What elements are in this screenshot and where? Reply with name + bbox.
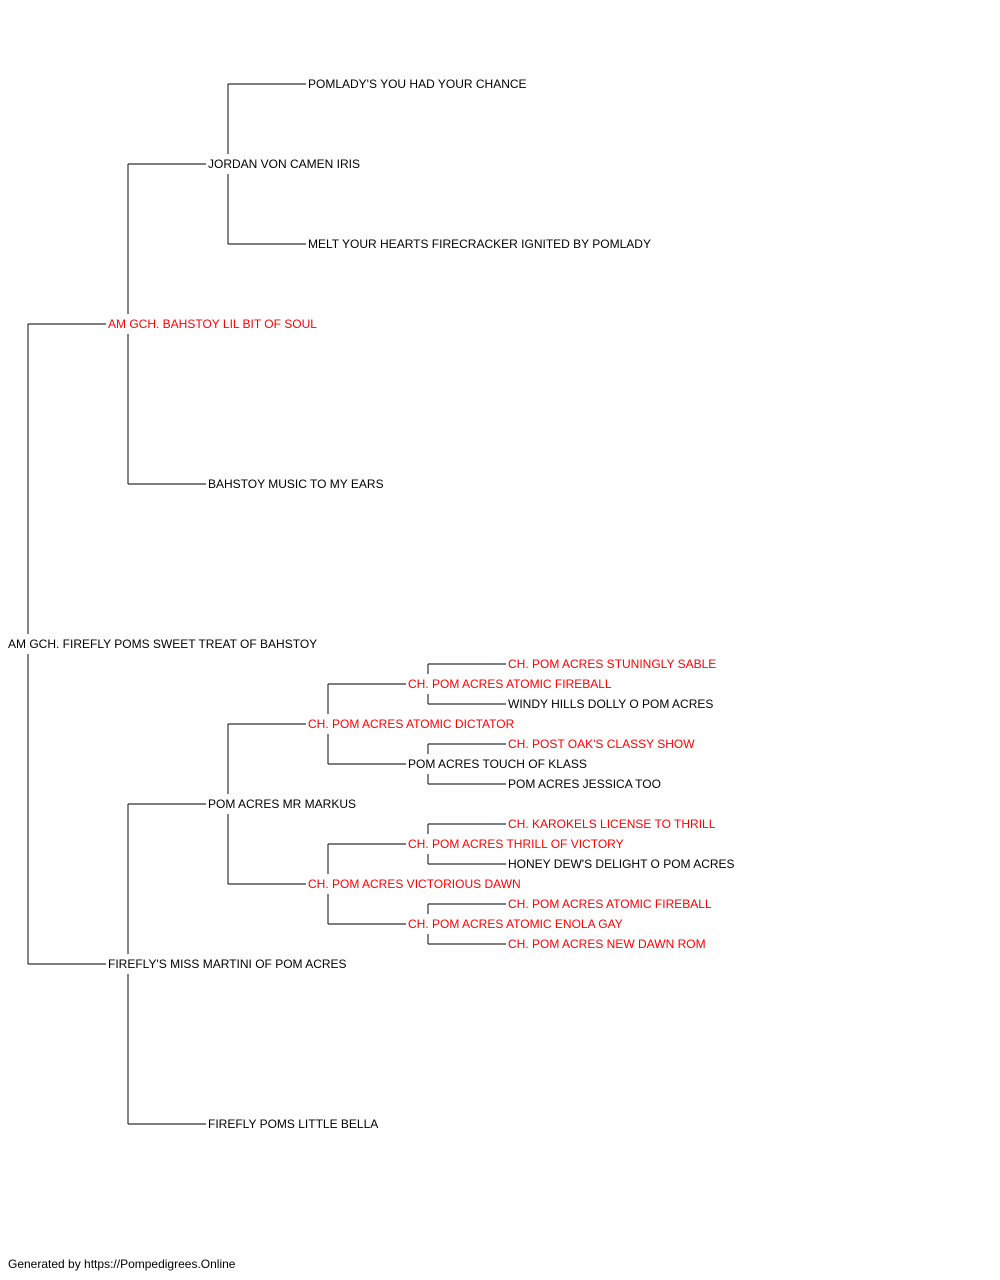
dog-name-firefly-s-miss-martini-of-pom-acres: FIREFLY'S MISS MARTINI OF POM ACRES <box>108 957 347 971</box>
dog-name-ch-pom-acres-stuningly-sable: CH. POM ACRES STUNINGLY SABLE <box>508 657 716 671</box>
dog-name-pom-acres-touch-of-klass: POM ACRES TOUCH OF KLASS <box>408 757 587 771</box>
dog-name-ch-pom-acres-atomic-fireball: CH. POM ACRES ATOMIC FIREBALL <box>508 897 712 911</box>
dog-name-windy-hills-dolly-o-pom-acres: WINDY HILLS DOLLY O POM ACRES <box>508 697 713 711</box>
dog-name-am-gch-firefly-poms-sweet-treat-of-bahstoy: AM GCH. FIREFLY POMS SWEET TREAT OF BAHS… <box>8 637 317 651</box>
dog-name-firefly-poms-little-bella: FIREFLY POMS LITTLE BELLA <box>208 1117 378 1131</box>
dog-name-melt-your-hearts-firecracker-ignited-by-pomlady: MELT YOUR HEARTS FIRECRACKER IGNITED BY … <box>308 237 651 251</box>
dog-name-ch-pom-acres-new-dawn-rom: CH. POM ACRES NEW DAWN ROM <box>508 937 706 951</box>
dog-name-pom-acres-jessica-too: POM ACRES JESSICA TOO <box>508 777 661 791</box>
dog-name-pomlady-s-you-had-your-chance: POMLADY'S YOU HAD YOUR CHANCE <box>308 77 527 91</box>
dog-name-pom-acres-mr-markus: POM ACRES MR MARKUS <box>208 797 356 811</box>
dog-name-ch-pom-acres-atomic-dictator: CH. POM ACRES ATOMIC DICTATOR <box>308 717 515 731</box>
dog-name-ch-post-oak-s-classy-show: CH. POST OAK'S CLASSY SHOW <box>508 737 695 751</box>
footer-credit: Generated by https://Pompedigrees.Online <box>8 1257 236 1271</box>
dog-name-ch-karokels-license-to-thrill: CH. KAROKELS LICENSE TO THRILL <box>508 817 716 831</box>
dog-name-bahstoy-music-to-my-ears: BAHSTOY MUSIC TO MY EARS <box>208 477 384 491</box>
dog-name-ch-pom-acres-victorious-dawn: CH. POM ACRES VICTORIOUS DAWN <box>308 877 521 891</box>
dog-name-honey-dew-s-delight-o-pom-acres: HONEY DEW'S DELIGHT O POM ACRES <box>508 857 735 871</box>
dog-name-jordan-von-camen-iris: JORDAN VON CAMEN IRIS <box>208 157 360 171</box>
dog-name-ch-pom-acres-atomic-enola-gay: CH. POM ACRES ATOMIC ENOLA GAY <box>408 917 623 931</box>
dog-name-ch-pom-acres-atomic-fireball: CH. POM ACRES ATOMIC FIREBALL <box>408 677 612 691</box>
dog-name-am-gch-bahstoy-lil-bit-of-soul: AM GCH. BAHSTOY LIL BIT OF SOUL <box>108 317 317 331</box>
dog-name-ch-pom-acres-thrill-of-victory: CH. POM ACRES THRILL OF VICTORY <box>408 837 624 851</box>
